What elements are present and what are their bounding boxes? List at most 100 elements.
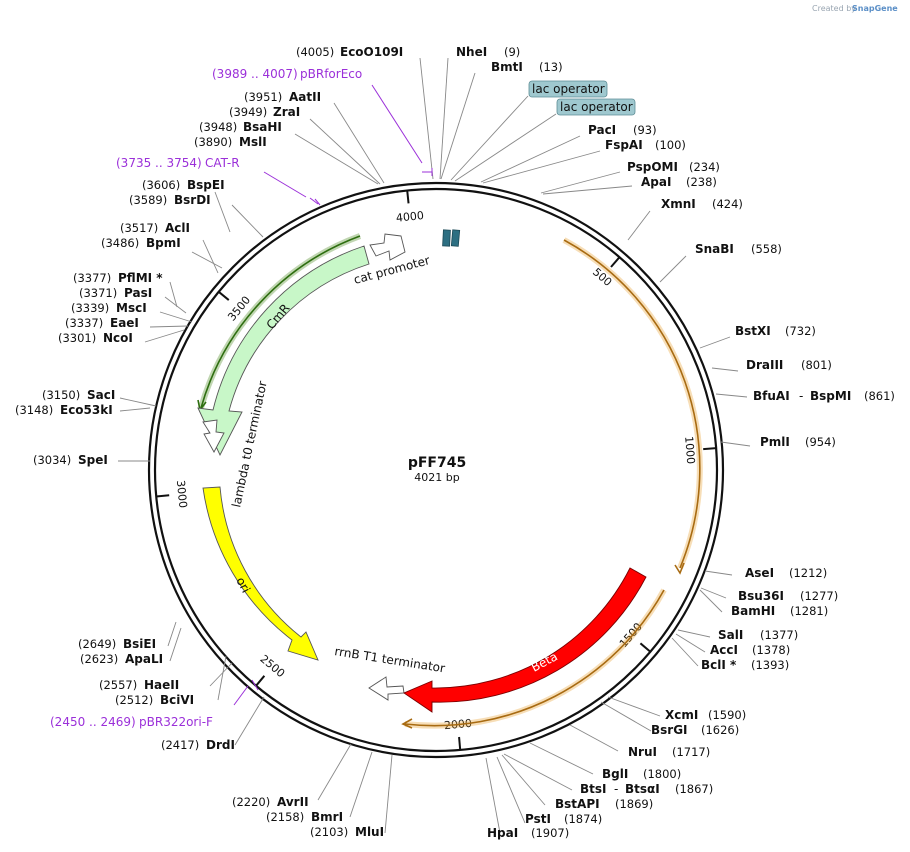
site-bsahi[interactable]: BsaHI xyxy=(243,120,282,134)
site-avrii[interactable]: AvrII xyxy=(277,795,309,809)
site-ecoo109i[interactable]: EcoO109I xyxy=(340,45,403,59)
site-bsu36i[interactable]: Bsu36I xyxy=(738,589,784,603)
site-snabi[interactable]: SnaBI xyxy=(695,242,734,256)
site-bsiei[interactable]: BsiEI xyxy=(123,637,156,651)
site-paci[interactable]: PacI xyxy=(588,123,616,137)
site-pos: (1277) xyxy=(800,589,838,603)
orf-top[interactable] xyxy=(562,237,703,570)
site-nrui[interactable]: NruI xyxy=(628,745,657,759)
plasmid-length: 4021 bp xyxy=(414,471,459,484)
site-bstapi[interactable]: BstAPI xyxy=(555,797,600,811)
lac-operator-box-2[interactable] xyxy=(450,229,461,247)
lac-operator-box-1[interactable] xyxy=(442,229,451,247)
site-pflmi[interactable]: PflMI * xyxy=(118,271,163,285)
lac-operator-label-text-1: lac operator xyxy=(532,82,605,96)
site-acci[interactable]: AccI xyxy=(710,643,738,657)
site-pos: (2512) xyxy=(115,693,153,707)
site-btsai[interactable]: BtsαI xyxy=(625,782,660,796)
site-bsrgi[interactable]: BsrGI xyxy=(651,723,688,737)
site-psti[interactable]: PstI xyxy=(525,812,551,826)
site-fspai[interactable]: FspAI xyxy=(605,138,643,152)
feature-beta[interactable] xyxy=(403,567,647,713)
primer-name-cat-r[interactable]: CAT-R xyxy=(205,156,240,170)
primer-name-pbrforeco[interactable]: pBRforEco xyxy=(300,67,362,81)
site-acli[interactable]: AclI xyxy=(165,221,190,235)
site-pos: (3890) xyxy=(194,135,232,149)
site-pos: (732) xyxy=(785,324,816,338)
site-pos: (3337) xyxy=(65,316,103,330)
site-pos: (801) xyxy=(801,358,832,372)
site-sali[interactable]: SalI xyxy=(718,628,743,642)
site-aatii[interactable]: AatII xyxy=(289,90,321,104)
primer-range-cat-r: (3735 .. 3754) xyxy=(116,156,202,170)
site-zrai[interactable]: ZraI xyxy=(273,105,300,119)
site-pos: (3589) xyxy=(129,193,167,207)
site-saci[interactable]: SacI xyxy=(87,388,115,402)
site-pspomi[interactable]: PspOMI xyxy=(627,160,678,174)
site-pos: (3486) xyxy=(101,236,139,250)
lac-operator-label-1[interactable]: lac operator xyxy=(528,80,608,98)
plasmid-name: pFF745 xyxy=(408,455,466,471)
site-pos: (1281) xyxy=(790,604,828,618)
site-eaei[interactable]: EaeI xyxy=(110,316,139,330)
primer-range-pbr322ori-f: (2450 .. 2469) xyxy=(50,715,136,729)
site-hpai[interactable]: HpaI xyxy=(487,826,518,840)
site-bmri[interactable]: BmrI xyxy=(311,810,343,824)
site-xcmi[interactable]: XcmI xyxy=(665,708,698,722)
site-pos: (2649) xyxy=(78,637,116,651)
tick-mark xyxy=(255,675,266,687)
feature-rrnb-t1[interactable] xyxy=(368,676,405,701)
site-bgli[interactable]: BglI xyxy=(602,767,628,781)
feature-ori[interactable] xyxy=(202,486,319,661)
site-bmti[interactable]: BmtI xyxy=(491,60,523,74)
site-bspei[interactable]: BspEI xyxy=(187,178,225,192)
site-pos: (2623) xyxy=(80,652,118,666)
primer-name-pbr322ori-f[interactable]: pBR322ori-F xyxy=(139,715,213,729)
site-drdi[interactable]: DrdI xyxy=(206,738,235,752)
tick-mark xyxy=(218,291,230,301)
site-asei[interactable]: AseI xyxy=(745,566,774,580)
site-pos: (9) xyxy=(504,45,520,59)
site-apali[interactable]: ApaLI xyxy=(125,652,163,666)
site-bstxi[interactable]: BstXI xyxy=(735,324,771,338)
site-pos: (1626) xyxy=(701,723,739,737)
site-mlui[interactable]: MluI xyxy=(355,825,384,839)
site-xmni[interactable]: XmnI xyxy=(661,197,696,211)
feature-cat-promoter[interactable] xyxy=(369,233,406,261)
feature-lambda-t0[interactable] xyxy=(202,419,225,453)
site-pos: (1717) xyxy=(672,745,710,759)
site-btsi[interactable]: BtsI xyxy=(580,782,607,796)
site-pos: (3150) xyxy=(42,388,80,402)
site-bsrdi[interactable]: BsrDI xyxy=(174,193,211,207)
site-pos: (954) xyxy=(805,435,836,449)
site-bspmi[interactable]: BspMI xyxy=(810,389,851,403)
site-pmli[interactable]: PmlI xyxy=(760,435,790,449)
site-eco53ki[interactable]: Eco53kI xyxy=(60,403,113,417)
site-bpmi[interactable]: BpmI xyxy=(146,236,181,250)
site-bamhi[interactable]: BamHI xyxy=(731,604,775,618)
site-msli[interactable]: MslI xyxy=(239,135,267,149)
site-apai[interactable]: ApaI xyxy=(641,175,671,189)
site-ncoi[interactable]: NcoI xyxy=(103,331,133,345)
site-haeii[interactable]: HaeII xyxy=(144,678,179,692)
lac-operator-label-2[interactable]: lac operator xyxy=(556,98,636,116)
site-spei[interactable]: SpeI xyxy=(78,453,108,467)
site-bfuai[interactable]: BfuAI xyxy=(753,389,790,403)
site-pos: (2220) xyxy=(232,795,270,809)
site-pos: (1393) xyxy=(751,658,789,672)
site-msci[interactable]: MscI xyxy=(116,301,147,315)
site-pos: (3517) xyxy=(120,221,158,235)
tick-mark xyxy=(406,190,410,204)
tick-label: 4000 xyxy=(395,209,424,225)
site-pos: (3606) xyxy=(142,178,180,192)
site-pos: (93) xyxy=(633,123,657,137)
site-nhei[interactable]: NheI xyxy=(456,45,487,59)
site-bcli[interactable]: BclI * xyxy=(701,658,737,672)
site-pos: (3951) xyxy=(244,90,282,104)
site-pos: (3148) xyxy=(15,403,53,417)
site-bcivi[interactable]: BciVI xyxy=(160,693,194,707)
site-draiii[interactable]: DraIII xyxy=(746,358,783,372)
site-pasi[interactable]: PasI xyxy=(124,286,152,300)
